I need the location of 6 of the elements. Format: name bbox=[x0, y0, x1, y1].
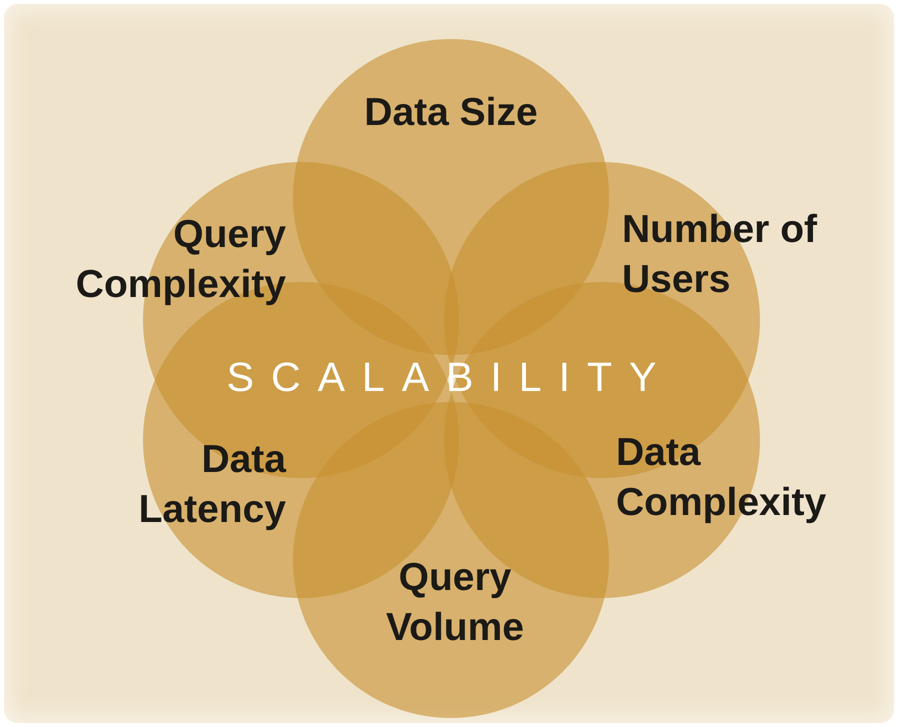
circle-label: Query Complexity bbox=[74, 212, 286, 308]
circle-label: Data Size bbox=[363, 90, 539, 136]
circle-label: Number of Users bbox=[622, 207, 818, 303]
circle-label: Query Volume bbox=[385, 555, 525, 651]
circle-label: Data Complexity bbox=[616, 430, 828, 526]
circle-label: Data Latency bbox=[138, 437, 286, 533]
